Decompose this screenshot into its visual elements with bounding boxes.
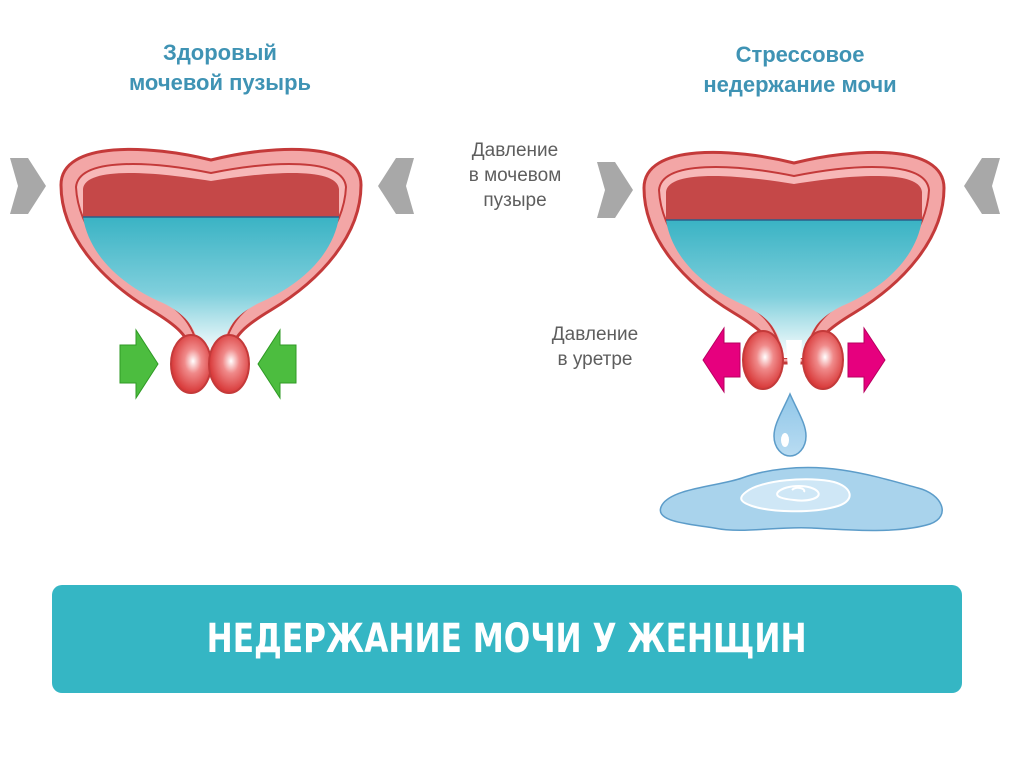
bladder-pressure-label: Давление в мочевом пузыре (468, 140, 562, 211)
banner-title: НЕДЕРЖАНИЕ МОЧИ У ЖЕНЩИН (206, 616, 808, 662)
gray-chevron-arrow-icon (597, 162, 633, 218)
gray-chevron-arrow-icon (378, 158, 414, 214)
gray-chevron-arrow-icon (10, 158, 46, 214)
green-arrow-icon (257, 328, 297, 400)
stress-incontinence-title: Стрессовое недержание мочи (703, 42, 897, 97)
title-banner: НЕДЕРЖАНИЕ МОЧИ У ЖЕНЩИН (52, 585, 962, 693)
healthy-bladder-title: Здоровый мочевой пузырь (128, 40, 312, 95)
gray-chevron-arrow-icon (964, 158, 1000, 214)
healthy-sphincter-left (170, 334, 212, 394)
urethra-pressure-label: Давление в уретре (551, 324, 639, 370)
green-arrow-icon (119, 328, 159, 400)
stress-sphincter-right (802, 330, 844, 390)
magenta-arrow-icon (847, 326, 886, 394)
leak-stream (786, 340, 802, 386)
urine-puddle (659, 466, 943, 532)
healthy-sphincter-right (208, 334, 250, 394)
healthy-bladder (59, 147, 363, 362)
stress-sphincter-left (742, 330, 784, 390)
urine-droplet (773, 392, 807, 457)
magenta-arrow-icon (702, 326, 741, 394)
stress-bladder (642, 150, 946, 365)
